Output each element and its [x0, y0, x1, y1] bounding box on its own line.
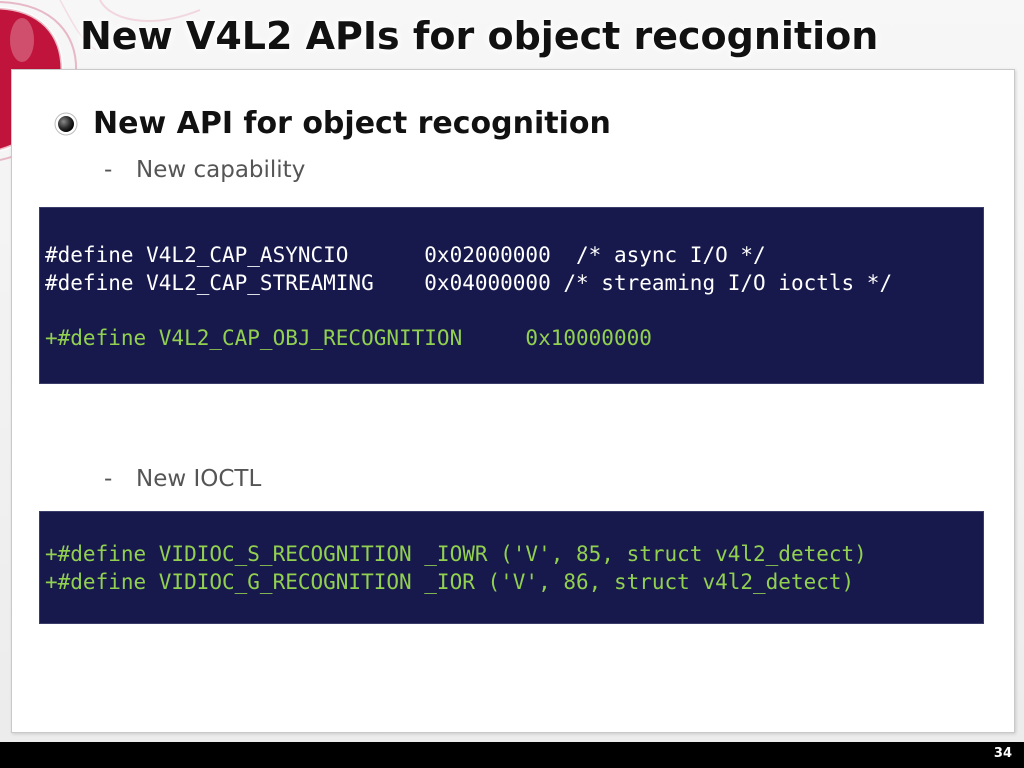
- sub-bullet-label: New IOCTL: [136, 466, 262, 492]
- code-line: #define V4L2_CAP_STREAMING 0x04000000 /*…: [45, 271, 893, 295]
- code-line-added: +#define VIDIOC_G_RECOGNITION _IOR ('V',…: [45, 570, 855, 594]
- code-block-ioctl: +#define VIDIOC_S_RECOGNITION _IOWR ('V'…: [39, 511, 984, 624]
- code-block-capabilities: #define V4L2_CAP_ASYNCIO 0x02000000 /* a…: [39, 207, 984, 384]
- dash-marker: -: [104, 157, 113, 183]
- code-blank-line: [45, 297, 983, 324]
- dash-marker: -: [104, 466, 113, 492]
- sub-bullet-new-capability: -New capability: [104, 157, 305, 183]
- footer-bar: 34: [0, 742, 1024, 768]
- sub-bullet-label: New capability: [136, 157, 306, 183]
- bullet-circle-icon: [54, 112, 78, 136]
- main-bullet-text: New API for object recognition: [93, 106, 611, 141]
- code-line: #define V4L2_CAP_ASYNCIO 0x02000000 /* a…: [45, 243, 766, 267]
- page-number: 34: [993, 746, 1012, 761]
- slide-title: New V4L2 APIs for object recognition: [80, 14, 879, 58]
- sub-bullet-new-ioctl: -New IOCTL: [104, 466, 261, 492]
- code-line-added: +#define VIDIOC_S_RECOGNITION _IOWR ('V'…: [45, 542, 867, 566]
- code-line-added: +#define V4L2_CAP_OBJ_RECOGNITION 0x1000…: [45, 326, 652, 350]
